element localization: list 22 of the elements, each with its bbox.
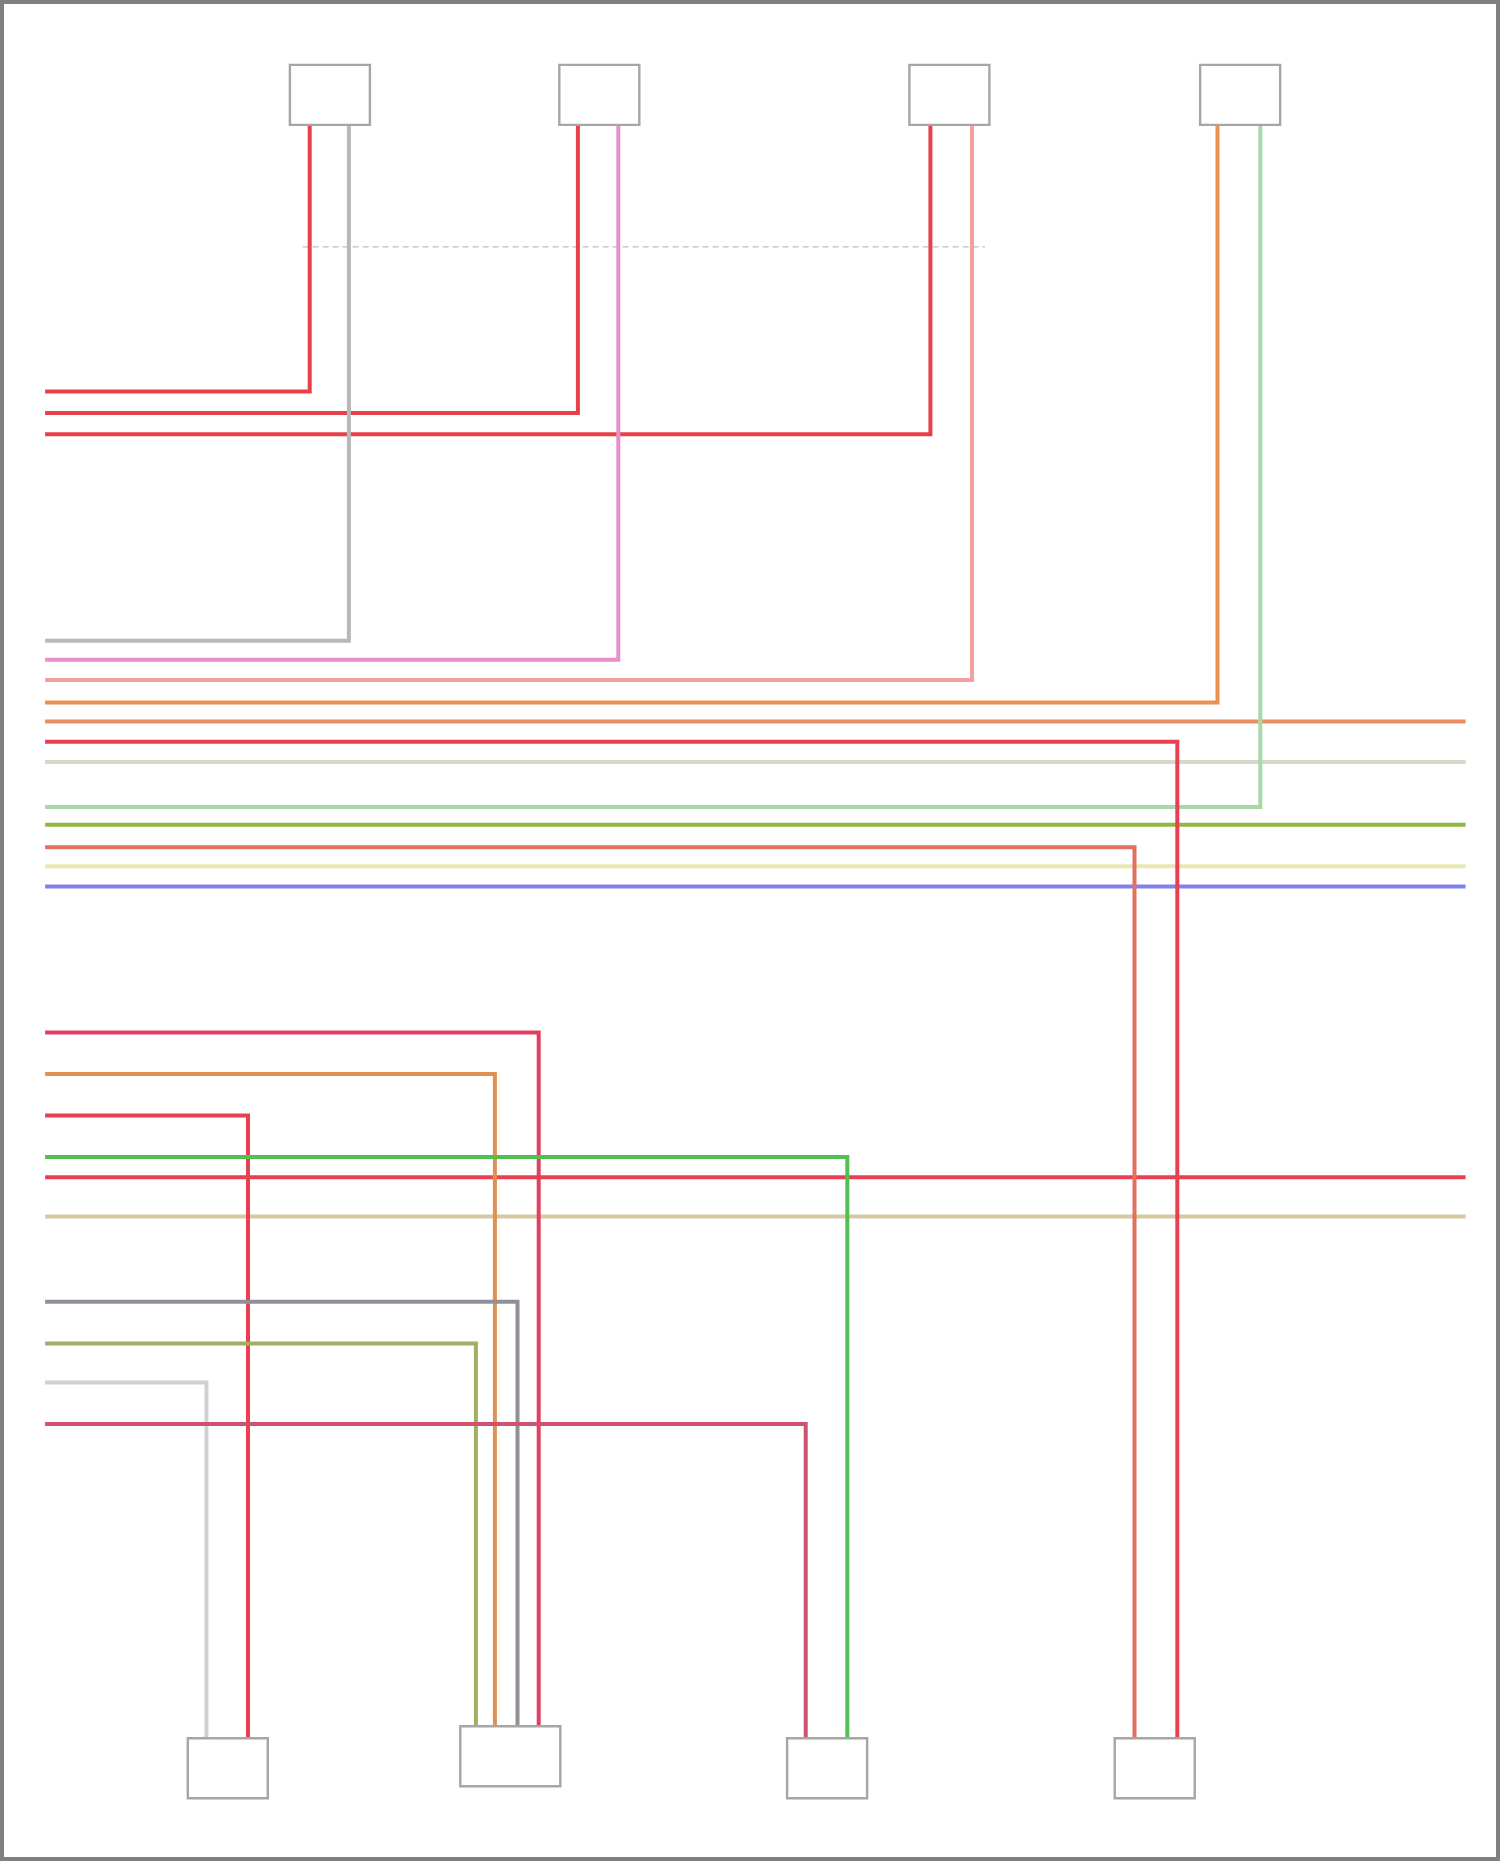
connector-box bbox=[1198, 63, 1282, 127]
wire bbox=[45, 126, 351, 643]
wire bbox=[45, 126, 580, 415]
connector-box bbox=[186, 1737, 269, 1800]
connector-box bbox=[288, 63, 372, 127]
connector-box bbox=[558, 63, 641, 127]
connector-box bbox=[785, 1737, 869, 1800]
wire bbox=[45, 1299, 520, 1726]
wire bbox=[45, 126, 312, 394]
wire bbox=[45, 126, 933, 437]
wire bbox=[45, 1422, 808, 1737]
connector-box bbox=[459, 1725, 562, 1788]
wire bbox=[45, 1341, 478, 1726]
wire bbox=[45, 126, 974, 682]
wire bbox=[45, 1113, 250, 1737]
wire bbox=[45, 1155, 850, 1737]
connector-box bbox=[1113, 1737, 1196, 1800]
wire bbox=[45, 126, 1263, 809]
wire bbox=[45, 126, 621, 662]
wire bbox=[45, 1380, 209, 1737]
connector-box bbox=[908, 63, 991, 127]
wire bbox=[45, 126, 1220, 705]
